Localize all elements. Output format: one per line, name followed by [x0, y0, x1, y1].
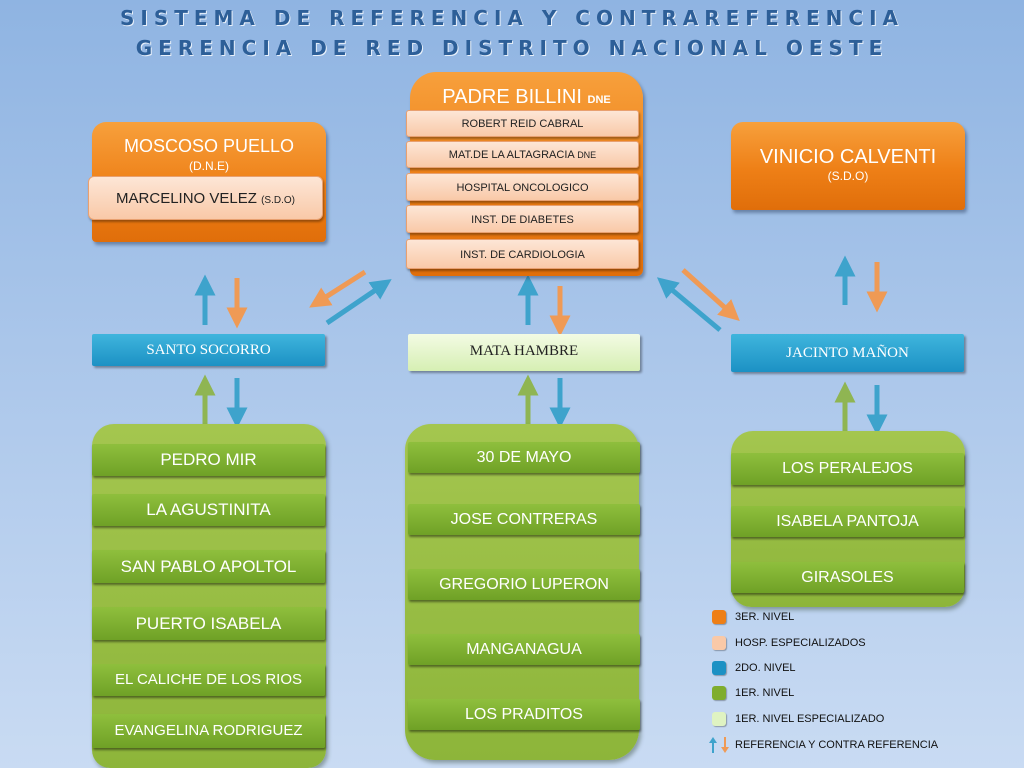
node-san-pablo-apoltol: SAN PABLO APOLTOL [92, 550, 325, 583]
node-inst-cardiologia-label: INST. DE CARDIOLOGIA [460, 249, 585, 261]
node-pedro-mir: PEDRO MIR [92, 444, 325, 476]
legend-label: 2DO. NIVEL [735, 662, 796, 674]
node-jose-contreras: JOSE CONTRERAS [408, 504, 640, 535]
node-30-de-mayo: 30 DE MAYO [408, 442, 640, 473]
legend-item-2do-nivel: 2DO. NIVEL [712, 659, 796, 677]
node-inst-cardiologia: INST. DE CARDIOLOGIA [406, 239, 639, 269]
legend-item-1er-nivel-especializado: 1ER. NIVEL ESPECIALIZADO [712, 710, 884, 728]
node-mat-altagracia-label: MAT.DE LA ALTAGRACIA [448, 149, 575, 161]
legend-label: 1ER. NIVEL [735, 687, 795, 699]
node-robert-reid-cabral: ROBERT REID CABRAL [406, 110, 639, 137]
node-robert-reid-cabral-label: ROBERT REID CABRAL [461, 118, 584, 130]
node-manganagua: MANGANAGUA [408, 634, 640, 665]
node-mat-altagracia-sub: DNE [577, 150, 597, 160]
node-isabela-pantoja: ISABELA PANTOJA [731, 506, 964, 537]
node-mat-altagracia: MAT.DE LA ALTAGRACIA DNE [406, 141, 639, 168]
legend-swatch-1er-nivel [712, 686, 726, 700]
node-los-peralejos: LOS PERALEJOS [731, 453, 964, 485]
node-hospital-oncologico-label: HOSPITAL ONCOLOGICO [456, 182, 589, 194]
node-el-caliche: EL CALICHE DE LOS RIOS [92, 664, 325, 696]
node-padre-billini-title: PADRE BILLINI DNE [410, 86, 643, 109]
legend-label: 1ER. NIVEL ESPECIALIZADO [735, 713, 885, 725]
legend-swatch-2do-nivel [712, 661, 726, 675]
arrow-diag-billini-to-santo-socorro [309, 269, 367, 308]
arrow-diag-santo-socorro-to-billini [325, 279, 392, 326]
diagram-title-line1: SISTEMA DE REFERENCIA Y CONTRAREFERENCIA [119, 6, 905, 30]
node-inst-diabetes-label: INST. DE DIABETES [471, 214, 574, 226]
node-moscoso-puello-label: MOSCOSO PUELLO [123, 136, 295, 156]
node-vinicio-calventi-sub: (S.D.O) [827, 169, 869, 183]
legend-label: HOSP. ESPECIALIZADOS [735, 637, 866, 649]
node-marcelino-velez-sub: (S.D.O) [261, 195, 295, 206]
legend-item-3er-nivel: 3ER. NIVEL [712, 608, 794, 626]
node-jacinto-manon: JACINTO MAÑON [731, 334, 964, 372]
legend-item-1er-nivel: 1ER. NIVEL [712, 684, 794, 702]
node-moscoso-puello-sub: (D.N.E) [189, 159, 229, 173]
node-marcelino-velez: MARCELINO VELEZ (S.D.O) [88, 176, 323, 220]
node-inst-diabetes: INST. DE DIABETES [406, 205, 639, 233]
node-girasoles: GIRASOLES [731, 562, 964, 593]
arrow-diag-billini-to-jacinto [681, 268, 740, 322]
legend-swatch-1er-nivel-especializado [712, 712, 726, 726]
node-puerto-isabela: PUERTO ISABELA [92, 607, 325, 640]
panel-level1-left [92, 424, 326, 768]
node-padre-billini-label: PADRE BILLINI [442, 86, 582, 108]
node-gregorio-luperon: GREGORIO LUPERON [408, 569, 640, 600]
legend-item-referencia: REFERENCIA Y CONTRA REFERENCIA [706, 736, 938, 754]
diagram-title-line2: GERENCIA DE RED DISTRITO NACIONAL OESTE [135, 36, 889, 60]
legend-label: 3ER. NIVEL [735, 611, 795, 623]
node-padre-billini-sub: DNE [587, 94, 611, 106]
legend-arrows-icon [709, 737, 729, 753]
legend-label: REFERENCIA Y CONTRA REFERENCIA [735, 739, 939, 751]
node-mata-hambre: MATA HAMBRE [408, 334, 640, 371]
node-la-agustinita: LA AGUSTINITA [92, 494, 325, 526]
node-hospital-oncologico: HOSPITAL ONCOLOGICO [406, 173, 639, 201]
node-evangelina-rodriguez: EVANGELINA RODRIGUEZ [92, 714, 325, 748]
node-marcelino-velez-label: MARCELINO VELEZ [116, 190, 257, 207]
node-santo-socorro: SANTO SOCORRO [92, 334, 325, 366]
legend-swatch-hosp-especializados [712, 636, 726, 650]
node-vinicio-calventi-label: VINICIO CALVENTI [759, 146, 937, 168]
legend-swatch-3er-nivel [712, 610, 726, 624]
node-vinicio-calventi: VINICIO CALVENTI (S.D.O) [731, 122, 965, 210]
arrow-diag-jacinto-to-billini [656, 277, 722, 332]
node-los-praditos: LOS PRADITOS [408, 699, 640, 730]
legend-item-hosp-especializados: HOSP. ESPECIALIZADOS [712, 634, 866, 652]
